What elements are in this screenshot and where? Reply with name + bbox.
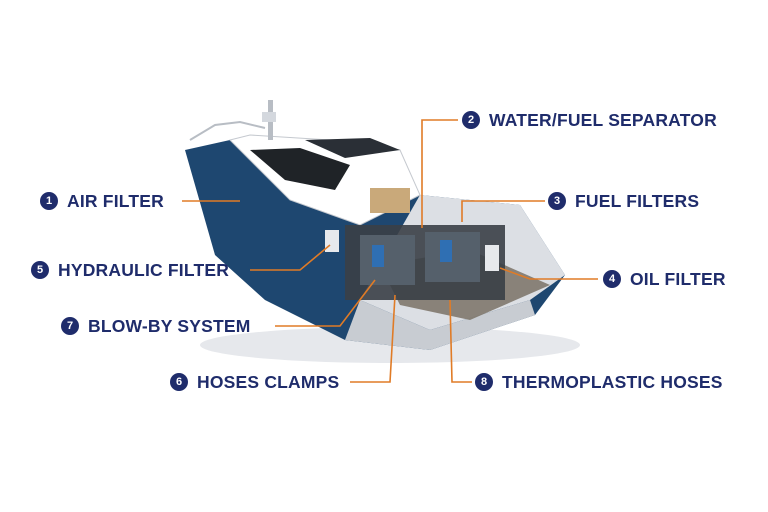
filter-blue-1 bbox=[372, 245, 384, 267]
label-water-fuel-separator: WATER/FUEL SEPARATOR bbox=[489, 109, 717, 130]
label-hoses-clamps: HOSES CLAMPS bbox=[197, 371, 340, 392]
leader-lines bbox=[182, 119, 598, 383]
label-hydraulic-filter: HYDRAULIC FILTER bbox=[58, 259, 230, 280]
leader-line-7 bbox=[275, 279, 376, 327]
badge-1: 1 bbox=[40, 192, 58, 210]
cabin-seat bbox=[370, 188, 410, 213]
callout-blow-by-system: 7 BLOW-BY SYSTEM bbox=[61, 314, 251, 338]
side-window bbox=[250, 148, 350, 190]
badge-6: 6 bbox=[170, 373, 188, 391]
badge-8: 8 bbox=[475, 373, 493, 391]
leader-line-5 bbox=[250, 244, 331, 271]
label-blow-by-system: BLOW-BY SYSTEM bbox=[88, 315, 251, 336]
label-fuel-filters: FUEL FILTERS bbox=[575, 190, 700, 211]
leader-line-6 bbox=[350, 294, 396, 383]
hydraulic-filter-unit bbox=[325, 230, 339, 252]
leader-line-2 bbox=[421, 119, 458, 228]
sunroof bbox=[305, 138, 400, 158]
callout-oil-filter: 4 OIL FILTER bbox=[603, 267, 726, 291]
oil-filter-unit bbox=[485, 245, 499, 271]
leader-line-8 bbox=[449, 299, 472, 383]
callout-hoses-clamps: 6 HOSES CLAMPS bbox=[170, 370, 339, 394]
callout-air-filter: 1 AIR FILTER bbox=[40, 189, 164, 213]
label-air-filter: AIR FILTER bbox=[67, 190, 164, 211]
badge-4: 4 bbox=[603, 270, 621, 288]
filter-blue-2 bbox=[440, 240, 452, 262]
bow-railing bbox=[189, 120, 266, 141]
callout-fuel-filters: 3 FUEL FILTERS bbox=[548, 189, 699, 213]
badge-3: 3 bbox=[548, 192, 566, 210]
callout-hydraulic-filter: 5 HYDRAULIC FILTER bbox=[31, 258, 229, 282]
badge-2: 2 bbox=[462, 111, 480, 129]
leader-line-3 bbox=[461, 200, 545, 222]
label-thermoplastic-hoses: THERMOPLASTIC HOSES bbox=[502, 371, 723, 392]
callout-water-fuel-separator: 2 WATER/FUEL SEPARATOR bbox=[462, 108, 717, 132]
label-oil-filter: OIL FILTER bbox=[630, 268, 726, 289]
engine-right bbox=[425, 232, 480, 282]
badge-5: 5 bbox=[31, 261, 49, 279]
engine-left bbox=[360, 235, 415, 285]
callout-thermoplastic-hoses: 8 THERMOPLASTIC HOSES bbox=[475, 370, 723, 394]
radar-dome bbox=[262, 112, 276, 122]
badge-7: 7 bbox=[61, 317, 79, 335]
leader-line-4 bbox=[499, 267, 598, 280]
